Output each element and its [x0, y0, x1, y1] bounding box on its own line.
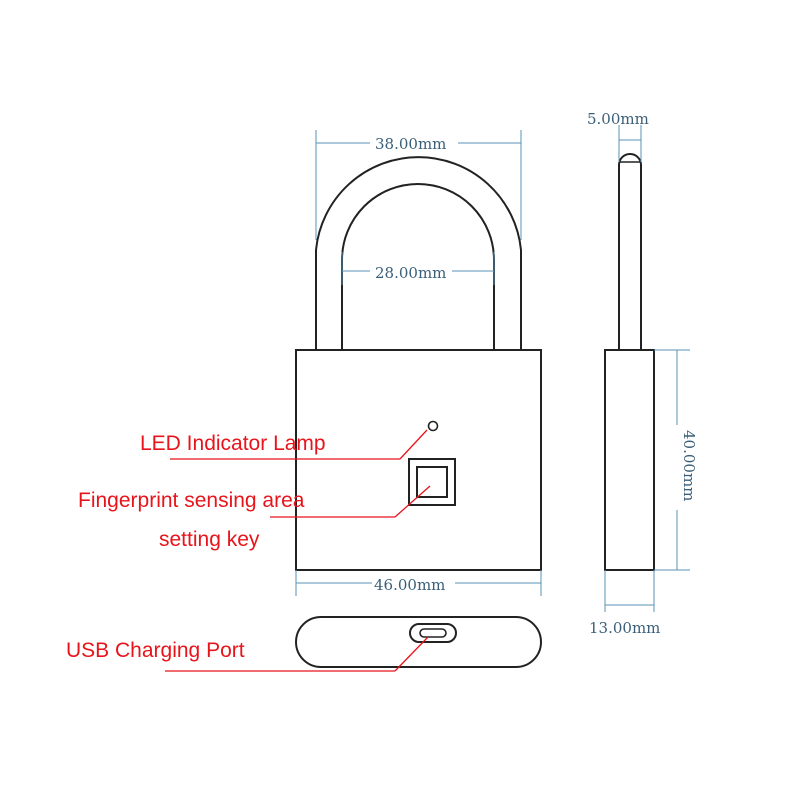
side-body	[604, 349, 655, 571]
dim-label-28: 28.00mm	[375, 264, 446, 282]
dim-body-width: 46.00mm	[295, 570, 542, 596]
side-shackle	[618, 153, 642, 353]
led-indicator	[427, 420, 439, 432]
dim-shackle-inner: 28.00mm	[341, 252, 495, 285]
dim-label-38: 38.00mm	[375, 135, 446, 153]
callout-fingerprint-label-line2: setting key	[159, 528, 260, 551]
dim-body-height: 40.00mm	[654, 349, 698, 571]
dim-body-depth: 13.00mm	[589, 570, 660, 637]
callout-fingerprint: Fingerprint sensing area setting key	[78, 485, 431, 551]
dim-label-46: 46.00mm	[374, 576, 445, 594]
callout-fingerprint-label-line1: Fingerprint sensing area	[78, 489, 305, 512]
callout-usb-label: USB Charging Port	[66, 639, 245, 662]
dim-label-13: 13.00mm	[589, 619, 660, 637]
callout-led: LED Indicator Lamp	[140, 429, 428, 460]
dim-shackle-outer: 38.00mm	[315, 130, 522, 240]
usb-port-icon	[409, 623, 457, 643]
dim-label-40: 40.00mm	[680, 430, 698, 501]
front-shackle	[315, 156, 522, 353]
dim-shackle-thickness: 5.00mm	[587, 110, 649, 162]
callout-led-label: LED Indicator Lamp	[140, 432, 326, 455]
dim-label-5: 5.00mm	[587, 110, 649, 128]
callout-usb: USB Charging Port	[66, 636, 429, 672]
